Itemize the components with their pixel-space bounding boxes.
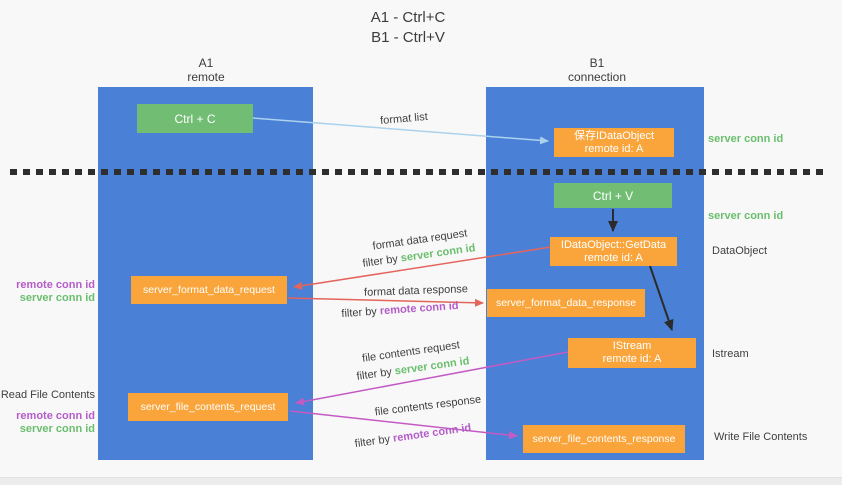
diagram-title: A1 - Ctrl+C B1 - Ctrl+V <box>371 8 446 48</box>
format-list-text: format list <box>379 110 429 128</box>
server-conn-id-left-bottom: server conn id <box>19 423 95 435</box>
istream-line1: IStream <box>612 340 652 352</box>
getdata-line2: remote id: A <box>584 251 643 264</box>
istream-line2: remote id: A <box>602 353 662 365</box>
filter-by-text: filter by <box>341 305 378 321</box>
bottom-strip <box>0 477 842 485</box>
lifeline-a-name: A1 <box>198 56 214 70</box>
format-data-response-text: format data response <box>363 283 469 299</box>
server-format-data-response-node: server_format_data_response <box>487 289 645 317</box>
remote-conn-id-text: remote conn id <box>379 299 459 318</box>
getdata-line1: IDataObject::GetData <box>560 238 667 251</box>
server-conn-id-right-mid: server conn id <box>708 210 784 222</box>
server-format-data-request-node: server_format_data_request <box>131 276 287 304</box>
remote-conn-id-left-bottom: remote conn id <box>16 410 95 422</box>
filter-by-text: filter by <box>361 253 399 270</box>
lifeline-b-subtitle: connection <box>567 70 627 84</box>
machine-boundary-dotted-line <box>10 169 824 175</box>
lifeline-a-subtitle: remote <box>187 70 225 84</box>
istream-side-label: Istream <box>712 348 749 360</box>
format-data-response-label: format data response <box>364 283 468 299</box>
istream-node: IStream remote id: A <box>568 338 696 368</box>
format-list-label: format list <box>380 111 429 127</box>
server-file-contents-response-label: server_file_contents_response <box>532 433 676 445</box>
ctrl-c-node: Ctrl + C <box>137 104 253 133</box>
save-idataobject-node: 保存IDataObject remote id: A <box>554 128 674 157</box>
write-file-contents-label: Write File Contents <box>714 431 808 443</box>
server-file-contents-request-label: server_file_contents_request <box>140 401 276 413</box>
file-contents-response-label: file contents response <box>374 394 482 419</box>
file-contents-response-text: file contents response <box>374 393 482 419</box>
ctrl-v-node: Ctrl + V <box>554 183 672 208</box>
server-format-data-response-label: server_format_data_response <box>495 297 637 309</box>
remote-conn-id-left-mid: remote conn id <box>16 279 95 291</box>
save-idataobject-line1: 保存IDataObject <box>573 129 655 142</box>
filter-by-text: filter by <box>354 433 391 451</box>
ctrl-v-label: Ctrl + V <box>592 188 634 203</box>
lifeline-a-header: A1 remote <box>187 56 224 84</box>
read-file-contents-label: Read File Contents <box>0 389 95 401</box>
server-format-data-request-label: server_format_data_request <box>143 284 275 296</box>
server-conn-id-left-mid: server conn id <box>19 292 95 304</box>
server-file-contents-request-node: server_file_contents_request <box>128 393 288 421</box>
save-idataobject-line2: remote id: A <box>584 142 644 155</box>
filter-by-text: filter by <box>355 366 393 383</box>
title-line-2: B1 - Ctrl+V <box>371 29 445 46</box>
getdata-node: IDataObject::GetData remote id: A <box>550 237 677 266</box>
file-response-filter-label: filter by remote conn id <box>354 422 472 450</box>
ctrl-c-label: Ctrl + C <box>174 111 216 126</box>
server-conn-id-right-top: server conn id <box>708 133 784 145</box>
format-response-filter-label: filter by remote conn id <box>341 300 459 320</box>
lifeline-b-header: B1 connection <box>568 56 626 84</box>
lifeline-b-name: B1 <box>589 56 605 70</box>
dataobject-label: DataObject <box>712 245 768 257</box>
title-line-1: A1 - Ctrl+C <box>370 9 446 26</box>
remote-conn-id-text: remote conn id <box>392 421 472 445</box>
server-file-contents-response-node: server_file_contents_response <box>523 425 685 453</box>
